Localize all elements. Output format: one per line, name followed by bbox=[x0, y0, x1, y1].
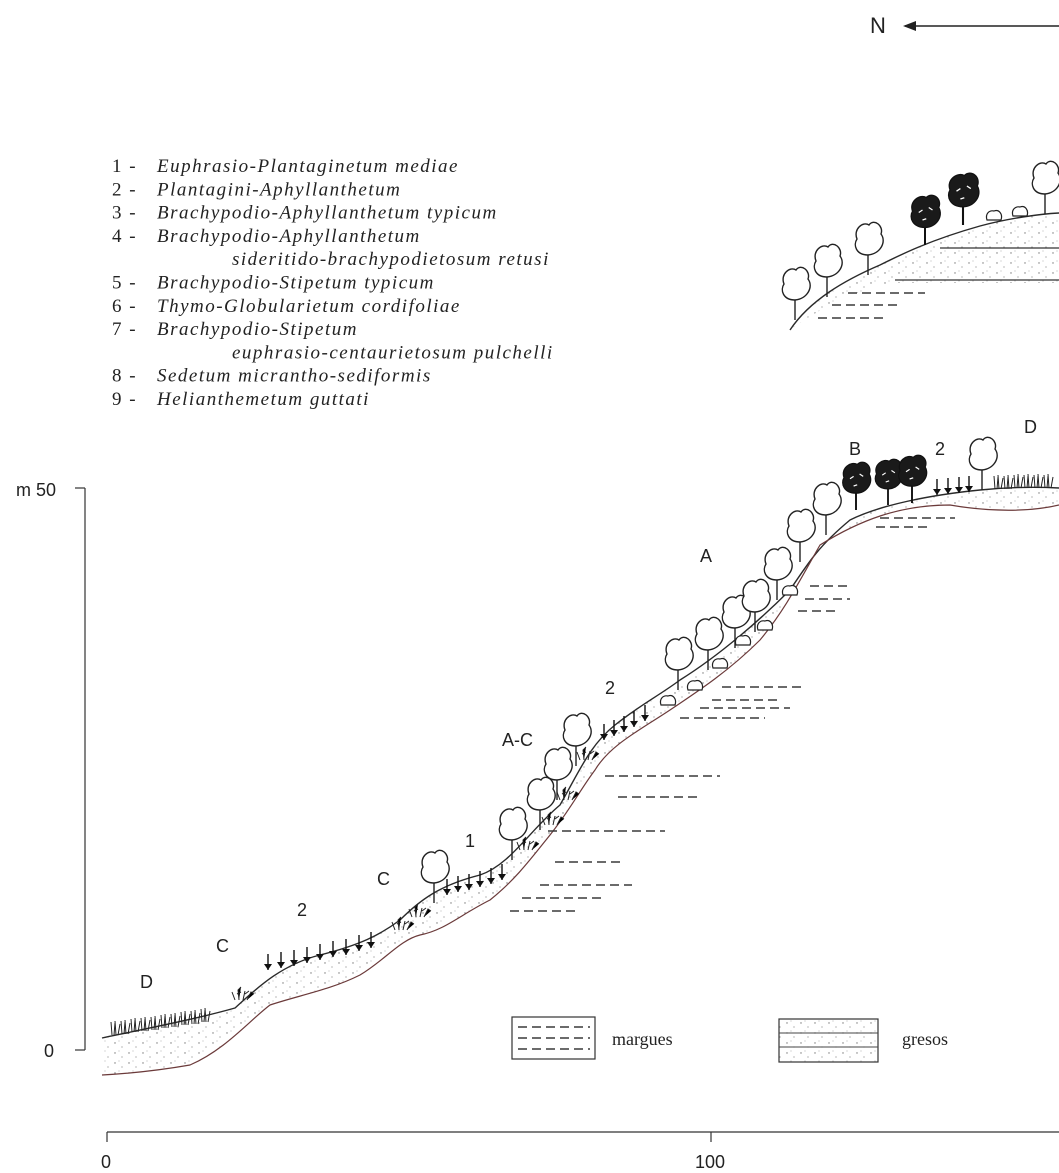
label-2-mid: 2 bbox=[605, 678, 615, 698]
association-item: 6 -Thymo-Globularietum cordifoliae bbox=[112, 296, 461, 317]
label-a: A bbox=[700, 546, 712, 566]
association-item: 9 -Helianthemetum guttati bbox=[112, 389, 370, 410]
label-d-left: D bbox=[140, 972, 153, 992]
horizontal-scale-start-label: 0 bbox=[101, 1152, 111, 1172]
inset-dark-tree-icon bbox=[947, 172, 980, 227]
inset-shrub-icon bbox=[985, 209, 1003, 221]
inset-shrub-icon bbox=[1011, 205, 1029, 217]
association-item: 8 -Sedetum micrantho-sediformis bbox=[112, 366, 432, 387]
tree-icon bbox=[968, 436, 998, 491]
association-item: 5 -Brachypodio-Stipetum typicum bbox=[112, 273, 435, 294]
label-2-right: 2 bbox=[935, 439, 945, 459]
association-item: 1 -Euphrasio-Plantaginetum mediae bbox=[112, 156, 459, 177]
label-c-left: C bbox=[216, 936, 229, 956]
dark-tree-icon bbox=[874, 458, 904, 506]
label-d-right: D bbox=[1024, 417, 1037, 437]
inset-dark-tree-icon bbox=[910, 194, 942, 246]
vertical-scale-bottom-label: 0 bbox=[44, 1041, 54, 1061]
dark-tree-icon bbox=[897, 454, 928, 504]
label-a-c: A-C bbox=[502, 730, 533, 750]
label-2-left: 2 bbox=[297, 900, 307, 920]
association-item: 2 -Plantagini-Aphyllanthetum bbox=[112, 179, 401, 200]
margues-label: margues bbox=[612, 1029, 673, 1049]
label-c-mid: C bbox=[377, 869, 390, 889]
substrate-legend: margues gresos bbox=[511, 1016, 948, 1063]
gresos-label: gresos bbox=[902, 1029, 948, 1049]
association-item: 3 -Brachypodio-Aphyllanthetum typicum bbox=[112, 203, 498, 224]
horizontal-scale: 0 100 bbox=[101, 1131, 1059, 1172]
inset-tree-icon bbox=[1031, 160, 1059, 215]
main-profile bbox=[101, 436, 1059, 1076]
association-item: 4 -Brachypodio-Aphyllanthetum bbox=[112, 226, 421, 247]
association-item-continuation: euphrasio-centaurietosum pulchelli bbox=[232, 342, 554, 363]
horizontal-scale-mid-label: 100 bbox=[695, 1152, 725, 1172]
dark-tree-icon bbox=[841, 461, 872, 511]
association-item: 7 -Brachypodio-Stipetum bbox=[112, 319, 358, 340]
association-item-continuation: sideritido-brachypodietosum retusi bbox=[232, 249, 550, 270]
label-b: B bbox=[849, 439, 861, 459]
profile-labels: D C 2 C 1 A-C 2 A B 2 D bbox=[140, 417, 1037, 992]
inset-profile bbox=[781, 160, 1059, 331]
vertical-scale-top-label: m 50 bbox=[16, 480, 56, 500]
north-label: N bbox=[870, 13, 886, 38]
vertical-scale: m 50 0 bbox=[16, 480, 86, 1061]
label-1: 1 bbox=[465, 831, 475, 851]
trees-a bbox=[659, 481, 842, 706]
north-arrow-icon bbox=[903, 21, 1059, 31]
gresos-swatch bbox=[778, 1018, 879, 1063]
